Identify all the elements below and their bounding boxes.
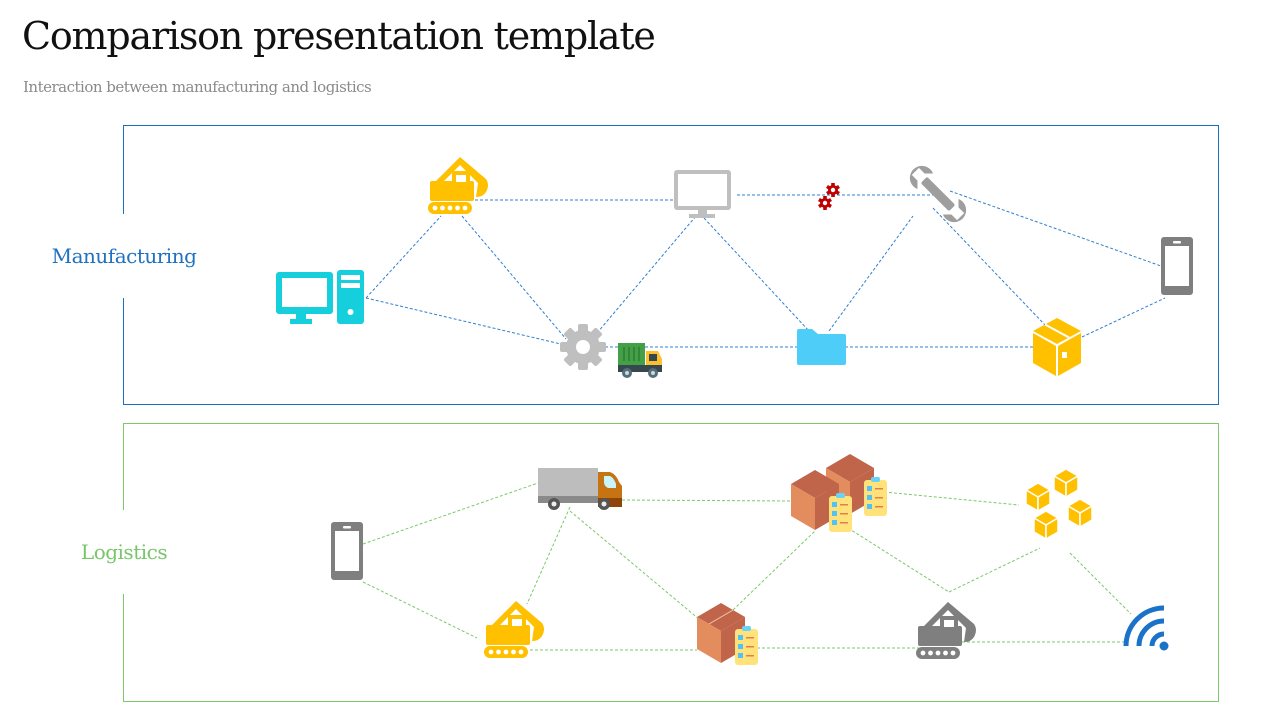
container-truck-icon — [618, 343, 662, 378]
manufacturing-panel: Manufacturing — [24, 125, 1219, 405]
wrench-icon — [909, 165, 967, 223]
connector-lines — [362, 190, 1166, 651]
logistics-connector-junction-to-stacked-boxes — [948, 547, 1041, 593]
delivery-truck-icon — [538, 468, 622, 510]
logistics-connector-box-checklist-to-boxes-checklist — [732, 530, 816, 611]
gears-icon — [818, 183, 840, 210]
logistics-label: Logistics — [24, 510, 224, 594]
slide-subtitle: Interaction between manufacturing and lo… — [23, 78, 372, 96]
slide-title: Comparison presentation template — [22, 14, 656, 58]
excavator-icon — [428, 157, 488, 214]
gear-icon — [560, 324, 606, 370]
manufacturing-connector-wrench-to-smartphone — [949, 190, 1162, 267]
logistics-connector-boxes-checklist-to-junction — [847, 527, 950, 593]
logistics-connector-smartphone-to-delivery-truck — [362, 482, 539, 545]
manufacturing-label: Manufacturing — [24, 214, 224, 298]
manufacturing-connector-desktop-computer-to-gear — [365, 297, 566, 346]
manufacturing-connector-folder-to-wrench — [828, 215, 914, 332]
boxes-checklist-icon — [791, 454, 887, 532]
manufacturing-connector-desktop-computer-to-excavator — [365, 215, 442, 299]
box-checklist-icon — [697, 603, 758, 665]
smartphone-icon — [331, 522, 363, 580]
logistics-connector-stacked-boxes-to-wifi-signal — [1069, 552, 1132, 615]
logistics-connector-boxes-checklist-to-stacked-boxes — [883, 491, 1020, 506]
smartphone-icon — [1161, 237, 1193, 295]
manufacturing-connector-monitor-to-folder — [703, 217, 810, 332]
excavator-icon — [484, 601, 544, 658]
desktop-computer-icon — [276, 270, 364, 324]
logistics-connector-delivery-truck-to-box-checklist — [569, 510, 701, 621]
manufacturing-connector-wrench-to-package-box — [932, 207, 1047, 327]
manufacturing-connector-gear-to-monitor — [596, 215, 697, 334]
logistics-connector-delivery-truck-to-excavator — [526, 506, 571, 605]
logistics-connector-delivery-truck-to-boxes-checklist — [621, 499, 791, 502]
monitor-icon — [674, 170, 731, 218]
folder-icon — [797, 329, 846, 365]
manufacturing-connector-excavator-to-gear — [461, 215, 567, 340]
stacked-boxes-icon — [1024, 468, 1094, 541]
excavator-icon — [916, 602, 976, 659]
package-box-icon — [1033, 318, 1081, 376]
manufacturing-connector-package-box-to-smartphone — [1081, 297, 1166, 338]
logistics-panel: Logistics — [24, 423, 1219, 702]
logistics-connector-smartphone-to-excavator — [362, 581, 478, 639]
wifi-signal-icon — [1123, 605, 1169, 651]
